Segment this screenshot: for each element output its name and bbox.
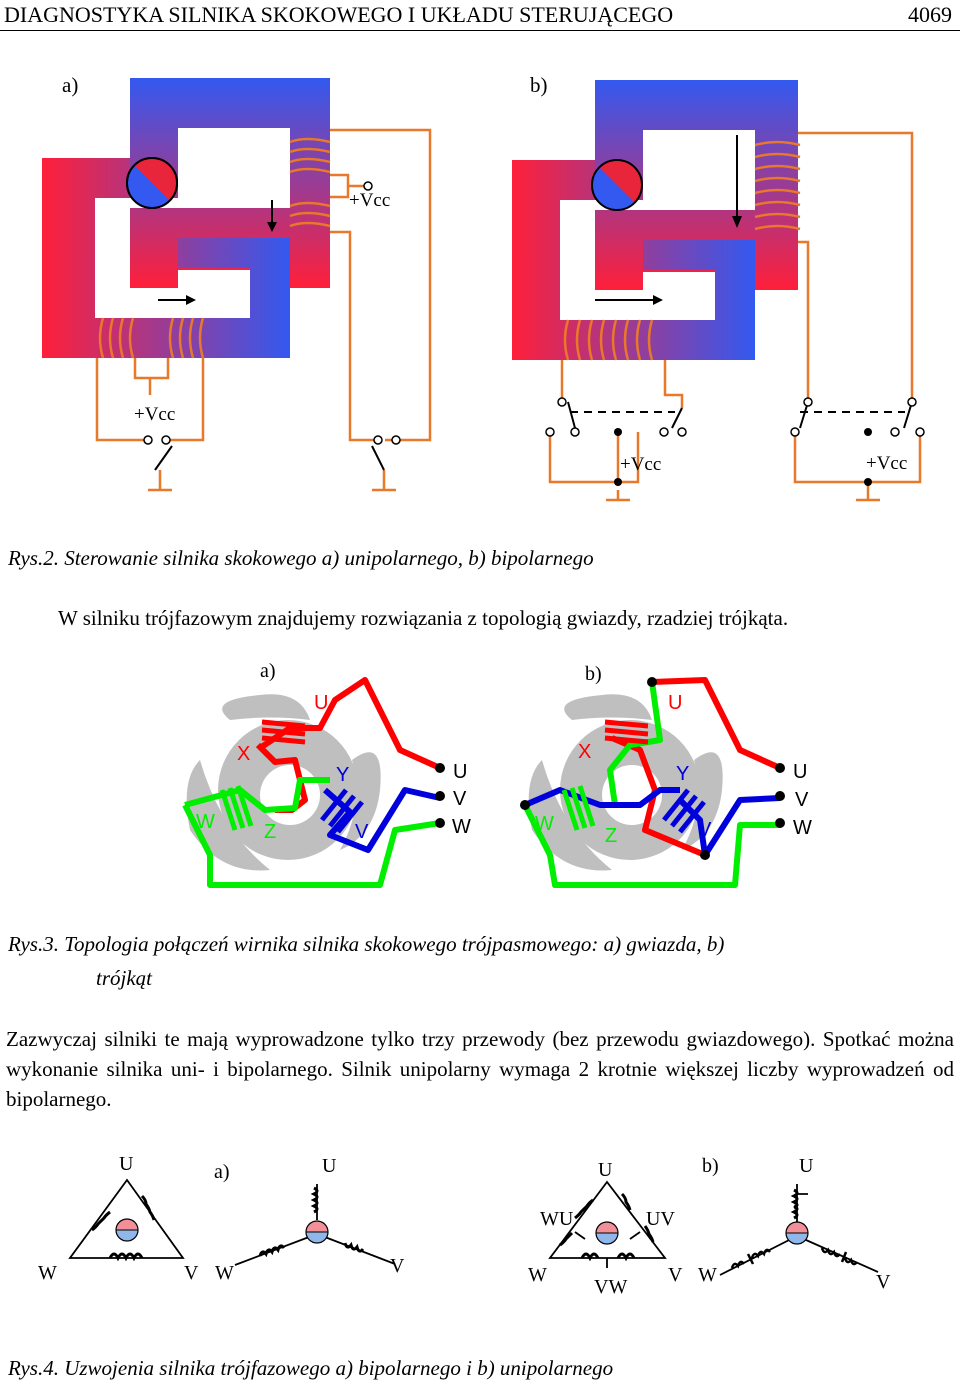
fig4a-star-rotor: [305, 1220, 329, 1244]
fig4b-coil-left: [559, 1198, 594, 1247]
fig3b-U-coil-label: U: [668, 692, 682, 714]
fig3b-terminal-V: V: [795, 789, 809, 811]
fig3b-stator: [528, 694, 723, 871]
figure-2-caption: Rys.2. Sterowanie silnika skokowego a) u…: [8, 546, 594, 570]
fig4b-star-W: W: [698, 1264, 717, 1286]
fig4b-coil-right: [620, 1192, 655, 1243]
header-rule: [0, 30, 960, 31]
figure-3-caption-line1: Rys.3. Topologia połączeń wirnika silnik…: [8, 932, 725, 956]
fig3a-terminal-V: V: [453, 788, 467, 810]
fig3a-Y-label: Y: [336, 764, 349, 786]
figure-3-caption-line2: trójkąt: [96, 966, 152, 990]
fig4b-star-coil-w: [730, 1248, 771, 1269]
fig3a-U-coil-label: U: [314, 692, 328, 714]
fig4a-star-coil-u: [310, 1186, 319, 1214]
fig4a-coil-bottom: [108, 1252, 144, 1262]
fig2b-windings: [548, 131, 922, 502]
fig3b-terminals: [520, 677, 785, 860]
fig4-label-a: a): [214, 1161, 230, 1183]
fig2-label-b: b): [530, 73, 548, 97]
fig3b-X-label: X: [578, 741, 591, 763]
fig3a-Z-label: Z: [264, 821, 276, 843]
fig4a-delta-U: U: [119, 1153, 134, 1175]
paragraph-2: Zazwyczaj silniki te mają wyprowadzone t…: [6, 1027, 954, 1111]
fig4a-delta-V: V: [184, 1262, 199, 1284]
fig3b-W-coil-label: W: [535, 813, 554, 835]
fig4a-delta-W: W: [38, 1262, 57, 1284]
fig4b-delta-VW: VW: [594, 1276, 627, 1298]
fig4b-delta-WU: WU: [540, 1208, 574, 1230]
fig3b-Y-label: Y: [676, 763, 689, 785]
fig3a-terminal-U: U: [453, 761, 467, 783]
fig4a-coil-left: [91, 1210, 111, 1232]
fig3a-terminals: [435, 763, 445, 828]
page-number: 4069: [908, 2, 952, 27]
fig2a-switches: [143, 181, 401, 471]
figure-4-caption: Rys.4. Uzwojenia silnika trójfazowego a)…: [8, 1356, 614, 1380]
fig2-label-a: a): [62, 73, 78, 97]
fig4a-star-coil-v: [343, 1241, 365, 1253]
fig4b-star-U: U: [799, 1155, 814, 1177]
fig3-label-a: a): [260, 660, 276, 682]
figure-4-windings: U a) U W V W V U b) U WU UV W V VW W V: [38, 1153, 891, 1298]
fig2b-magnetic-core: [512, 80, 798, 360]
fig3a-coil-w: [219, 785, 254, 831]
fig3b-V-coil-label: V: [698, 819, 712, 841]
fig3b-coil-u: [604, 719, 649, 745]
fig2b-h-bridge-switches: [545, 397, 925, 486]
fig3b-coil-w: [561, 785, 596, 831]
paragraph-1: W silniku trójfazowym znajdujemy rozwiąz…: [58, 606, 789, 630]
fig2b-vcc-right: +Vcc: [866, 453, 907, 474]
fig3a-W-coil-label: W: [196, 811, 215, 833]
fig2b-vcc-left: +Vcc: [620, 454, 661, 475]
fig3a-coil-u: [261, 719, 306, 745]
fig4a-delta-rotor: [115, 1218, 139, 1242]
fig3b-terminal-U: U: [793, 761, 807, 783]
fig4b-delta-W: W: [528, 1264, 547, 1286]
fig3a-terminal-W: W: [452, 816, 471, 838]
fig3a-V-coil-label: V: [355, 821, 369, 843]
fig3b-coil-v: [662, 788, 706, 834]
fig4b-delta-V: V: [668, 1264, 683, 1286]
fig4b-star-V: V: [876, 1271, 891, 1293]
fig3a-coil-v: [320, 788, 364, 834]
fig4b-coil-bottom: [580, 1252, 636, 1262]
running-header-title: DIAGNOSTYKA SILNIKA SKOKOWEGO I UKŁADU S…: [4, 2, 674, 27]
fig4b-taps: [574, 1231, 641, 1268]
fig3b-terminal-W: W: [793, 817, 812, 839]
fig4a-star-V: V: [390, 1255, 405, 1277]
fig4a-coil-right: [140, 1194, 156, 1221]
fig4a-star-coil-w: [258, 1244, 286, 1258]
fig4b-delta-UV: UV: [646, 1208, 675, 1230]
fig4-label-b: b): [702, 1155, 719, 1177]
fig4b-star-rotor: [785, 1221, 809, 1245]
fig3-label-b: b): [585, 663, 602, 685]
fig2a-vcc-top: +Vcc: [349, 190, 390, 211]
fig4b-star-coil-v: [820, 1247, 858, 1266]
fig3b-Z-label: Z: [605, 825, 617, 847]
fig4a-star-W: W: [215, 1262, 234, 1284]
fig2a-magnetic-core: [42, 78, 330, 358]
figure-3-phase-topology: a) b) U X Y W Z V U V W: [182, 660, 812, 888]
fig4a-star-U: U: [322, 1155, 337, 1177]
fig4b-delta-U: U: [598, 1159, 613, 1181]
fig4b-star-coil-u: [790, 1188, 799, 1220]
fig2a-windings: [95, 128, 432, 492]
fig4b-delta-rotor: [595, 1221, 619, 1245]
figure-2-stepper-control: a) b) +Vc: [42, 73, 925, 502]
fig3a-X-label: X: [237, 743, 250, 765]
fig2a-vcc-bottom: +Vcc: [134, 404, 175, 425]
